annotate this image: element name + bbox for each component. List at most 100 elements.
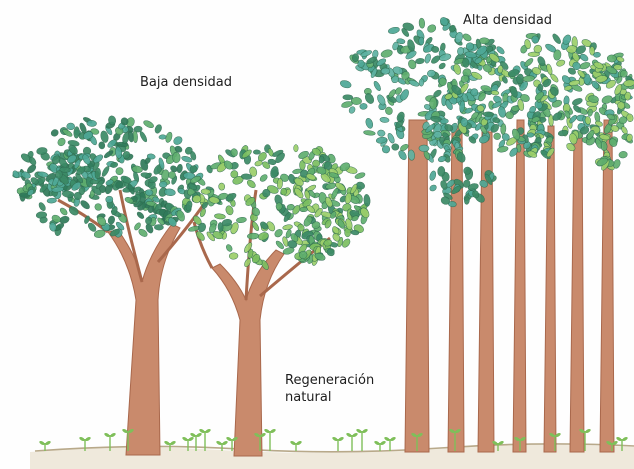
natural-regeneration-label: Regeneración natural	[285, 372, 374, 406]
leaf	[380, 49, 393, 59]
seedling-icon	[384, 436, 397, 451]
seedling-icon	[290, 440, 303, 451]
leaf	[438, 62, 447, 70]
leaf	[154, 124, 163, 135]
leaf	[154, 224, 163, 230]
leaf	[497, 146, 509, 153]
leaf	[247, 233, 259, 240]
natural-regeneration-line-1: Regeneración	[285, 372, 374, 389]
leaf	[319, 156, 325, 164]
leaf	[145, 189, 153, 195]
leaf	[440, 119, 448, 124]
leaf	[466, 42, 475, 50]
leaf	[380, 117, 390, 123]
leaf	[377, 129, 386, 137]
leaf	[546, 63, 553, 75]
leaf	[579, 53, 590, 63]
low-density-label: Baja densidad	[140, 74, 232, 91]
leaf	[551, 33, 562, 45]
leaf	[50, 128, 60, 137]
leaf	[114, 166, 124, 176]
leaf	[236, 217, 247, 224]
leaf	[429, 97, 437, 109]
leaf	[56, 137, 66, 148]
leaf	[392, 144, 400, 151]
leaf	[571, 97, 583, 106]
leaf	[299, 251, 308, 259]
leaf	[339, 79, 352, 89]
seedling-icon	[190, 432, 203, 451]
leaf	[426, 23, 437, 34]
leaf	[47, 198, 57, 204]
leaf	[363, 130, 375, 136]
leaf	[173, 152, 181, 163]
leaf	[55, 170, 63, 179]
seedling-icon	[264, 428, 277, 451]
leaf	[493, 133, 500, 140]
leaf	[281, 188, 287, 195]
leaf	[537, 84, 543, 92]
leaf	[74, 126, 80, 138]
leaf	[434, 131, 442, 138]
leaf	[79, 199, 91, 210]
leaf	[159, 181, 167, 188]
leaf	[527, 133, 534, 138]
leaf	[229, 252, 238, 259]
leaf	[607, 55, 617, 63]
leaf	[59, 207, 69, 217]
leaf	[276, 203, 282, 211]
leaf	[419, 37, 424, 45]
leaf	[300, 207, 308, 212]
leaf	[601, 94, 614, 105]
tree-icon	[181, 144, 371, 456]
leaf	[142, 119, 154, 129]
leaf	[136, 211, 145, 220]
leaf	[462, 32, 473, 42]
leaf	[523, 75, 535, 82]
tree-icon	[12, 115, 207, 455]
leaf	[287, 204, 295, 211]
seedling-icon	[332, 436, 345, 451]
leaf	[218, 183, 225, 191]
leaf	[294, 144, 299, 151]
seedling-icon	[216, 440, 229, 451]
leaf	[269, 166, 279, 179]
leaf	[593, 52, 601, 58]
leaf	[387, 132, 396, 144]
leaf	[214, 213, 225, 219]
leaf	[365, 117, 374, 129]
leaf	[87, 120, 97, 127]
leaf	[491, 90, 499, 95]
leaf	[419, 18, 425, 29]
leaf	[218, 222, 224, 232]
leaf	[201, 189, 211, 195]
leaf	[351, 230, 359, 235]
leaf	[431, 46, 440, 54]
leaf	[159, 135, 167, 140]
leaf	[246, 179, 257, 190]
leaf	[419, 79, 425, 87]
leaf	[66, 123, 74, 130]
leaf	[479, 38, 489, 44]
tree-trunk	[544, 126, 556, 452]
leaf	[241, 174, 252, 180]
leaf	[381, 68, 390, 74]
leaf	[62, 190, 75, 198]
leaf	[439, 77, 447, 86]
seedling-icon	[356, 428, 369, 451]
leaf	[257, 231, 269, 241]
leaf	[139, 131, 148, 143]
leaf	[500, 123, 506, 134]
leaf	[343, 95, 353, 100]
leaf	[429, 170, 437, 181]
dense-stand	[405, 120, 614, 452]
leaf	[172, 135, 184, 146]
ground	[30, 444, 634, 469]
leaf	[352, 53, 359, 62]
seedling-icon	[374, 440, 387, 451]
leaf	[624, 92, 631, 101]
tree-trunk	[570, 132, 584, 452]
leaf	[419, 145, 429, 152]
leaf	[424, 53, 432, 64]
